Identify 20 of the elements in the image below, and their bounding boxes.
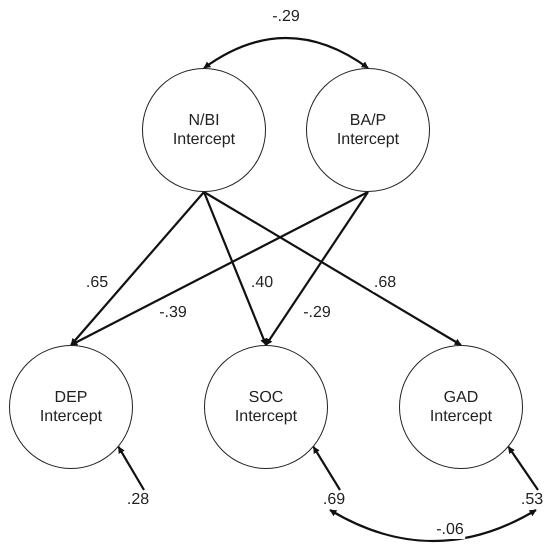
variable-label: DEP Intercept bbox=[38, 388, 104, 426]
variable-label: BA/P Intercept bbox=[336, 111, 400, 149]
arrow bbox=[70, 191, 205, 346]
variable-label: N/BI Intercept bbox=[172, 111, 236, 149]
edge-label: -.06 bbox=[435, 521, 465, 539]
residual-variance-label: .69 bbox=[318, 490, 350, 510]
arrow bbox=[202, 192, 268, 346]
curved-double-arrow bbox=[329, 509, 537, 542]
edge-label: .68 bbox=[372, 274, 398, 292]
variable-label: SOC Intercept bbox=[234, 388, 298, 426]
arrow bbox=[265, 191, 369, 346]
arrow bbox=[312, 446, 341, 491]
residual-variance-label: .53 bbox=[516, 490, 548, 510]
variable-label: GAD Intercept bbox=[428, 388, 494, 426]
arrow bbox=[508, 446, 539, 491]
curved-double-arrow bbox=[203, 36, 369, 69]
arrow bbox=[70, 191, 368, 346]
arrow bbox=[118, 446, 145, 491]
residual-variance-label: .28 bbox=[122, 490, 154, 510]
arrow bbox=[203, 191, 462, 346]
